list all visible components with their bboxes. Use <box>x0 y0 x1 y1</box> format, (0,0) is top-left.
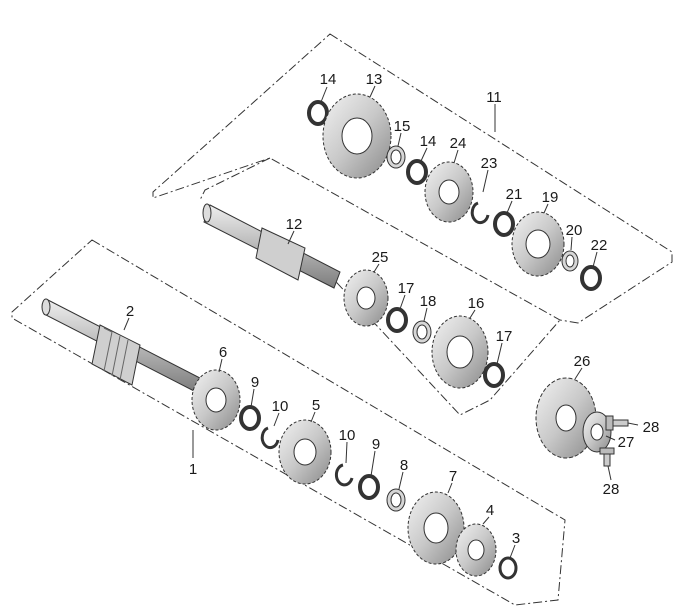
gear-4 <box>455 523 497 577</box>
bolt-28-lower <box>599 447 615 467</box>
bushing-20 <box>561 250 579 272</box>
callout-9-upper: 9 <box>251 374 259 391</box>
bushing-8 <box>386 488 406 512</box>
drive-sprocket-26 <box>535 377 597 459</box>
callout-25: 25 <box>372 249 389 266</box>
callout-5: 5 <box>312 397 320 414</box>
callout-14-right: 14 <box>420 133 437 150</box>
callout-19: 19 <box>542 189 559 206</box>
mainshaft <box>41 298 201 393</box>
washer-17-upper <box>386 307 408 333</box>
washer-14-right <box>406 159 428 185</box>
mainshaft-group <box>41 298 518 580</box>
callout-2: 2 <box>126 303 134 320</box>
callout-22: 22 <box>591 237 608 254</box>
bushing-18 <box>412 320 432 344</box>
callout-17-upper: 17 <box>398 280 415 297</box>
bushing-15 <box>386 145 406 169</box>
gear-6 <box>191 369 241 431</box>
callout-18: 18 <box>420 293 437 310</box>
callout-20: 20 <box>566 222 583 239</box>
gear-7 <box>407 491 465 565</box>
callout-28-upper: 28 <box>643 419 660 436</box>
washer-3 <box>498 556 518 580</box>
circlip-23 <box>470 201 490 225</box>
callout-7: 7 <box>449 468 457 485</box>
callout-14-left: 14 <box>320 71 337 88</box>
callout-3: 3 <box>512 530 520 547</box>
callout-1: 1 <box>189 461 197 478</box>
gear-16 <box>431 315 489 389</box>
washer-9-lower <box>358 474 380 500</box>
washer-14-left <box>307 100 329 126</box>
callout-26: 26 <box>574 353 591 370</box>
sprocket-group <box>535 377 629 467</box>
callout-8: 8 <box>400 457 408 474</box>
countershaft-12 <box>202 203 341 289</box>
washer-21 <box>493 211 515 237</box>
gear-19 <box>511 211 565 277</box>
fixing-plate-27 <box>582 411 612 453</box>
callout-23: 23 <box>481 155 498 172</box>
callout-13: 13 <box>366 71 383 88</box>
callout-labels: 14 13 11 15 14 24 23 21 19 20 22 12 25 1… <box>126 71 660 547</box>
gear-13 <box>322 93 392 179</box>
leader-lines <box>123 85 639 559</box>
washer-22 <box>580 265 602 291</box>
countershaft-group <box>202 93 602 389</box>
callout-12: 12 <box>286 216 303 233</box>
washer-9-upper <box>239 405 261 431</box>
callout-16: 16 <box>468 295 485 312</box>
gear-5 <box>278 419 332 485</box>
callout-4: 4 <box>486 502 494 519</box>
gear-25 <box>343 269 389 327</box>
callout-28-lower: 28 <box>603 481 620 498</box>
callout-27: 27 <box>618 434 635 451</box>
callout-10-lower: 10 <box>339 427 356 444</box>
bolt-28-upper <box>605 415 629 431</box>
callout-15: 15 <box>394 118 411 135</box>
countershaft-assembly-boundary <box>11 33 673 606</box>
callout-24: 24 <box>450 135 467 152</box>
callout-10-upper: 10 <box>272 398 289 415</box>
circlip-10-upper <box>260 426 280 450</box>
callout-6: 6 <box>219 344 227 361</box>
circlip-10-lower <box>334 463 354 487</box>
gear-24 <box>424 161 474 223</box>
callout-17-lower: 17 <box>496 328 513 345</box>
washer-17-lower <box>483 362 505 388</box>
callout-11: 11 <box>486 89 502 106</box>
callout-9-lower: 9 <box>372 436 380 453</box>
callout-21: 21 <box>506 186 523 203</box>
